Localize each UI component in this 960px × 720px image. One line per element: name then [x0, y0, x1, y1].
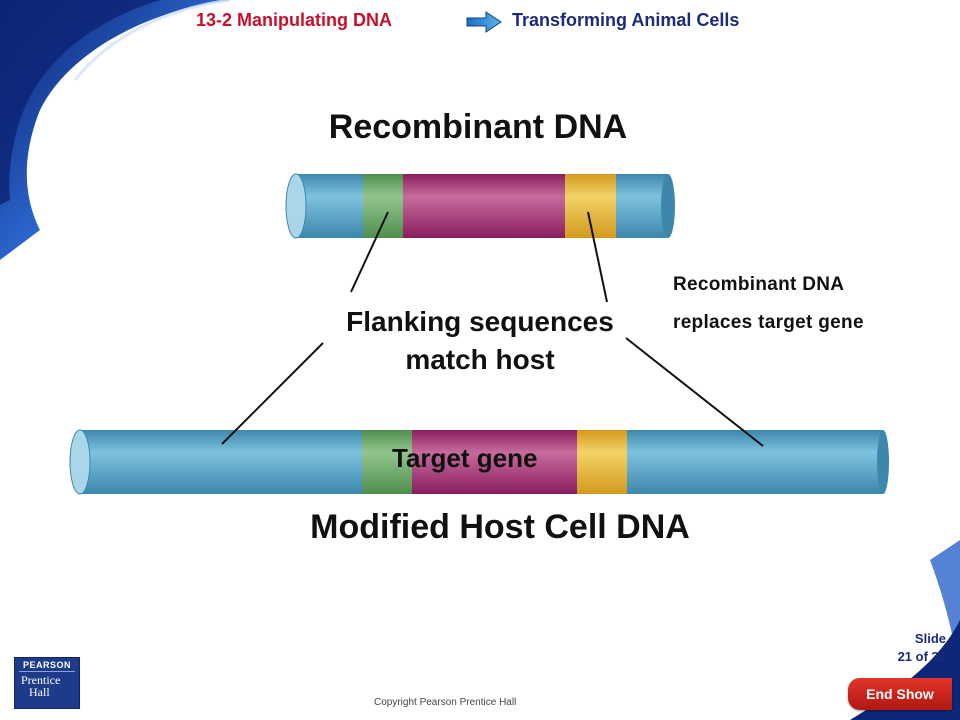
- logo-brand: Prentice Hall: [21, 674, 60, 698]
- flanking-sequences-label: Flanking sequences match host: [300, 303, 660, 379]
- slide-counter: Slide 21 of 32: [866, 630, 946, 666]
- logo-pearson-text: PEARSON: [22, 660, 71, 670]
- slide-label: Slide: [914, 631, 946, 646]
- section-title: 13-2 Manipulating DNA: [196, 10, 393, 30]
- note-line-2: replaces target gene: [673, 312, 864, 333]
- slide-position: 21 of 32: [897, 649, 946, 664]
- note-line-1: Recombinant DNA: [673, 274, 845, 295]
- flanking-line-1: Flanking sequences: [346, 306, 614, 337]
- logo-line-2: Hall: [29, 685, 50, 699]
- modified-host-dna-heading: Modified Host Cell DNA: [310, 508, 690, 546]
- recombinant-dna-strand: [285, 173, 675, 239]
- pearson-logo: PEARSON Prentice Hall: [14, 657, 80, 709]
- end-show-button[interactable]: End Show: [848, 678, 952, 710]
- flanking-line-2: match host: [405, 344, 555, 375]
- slide-title: Transforming Animal Cells: [512, 10, 740, 30]
- logo-line-1: Prentice: [21, 673, 61, 687]
- copyright-text: Copyright Pearson Prentice Hall: [374, 697, 517, 708]
- right-arrow-icon: [466, 11, 502, 33]
- replacement-note: Recombinant DNA replaces target gene: [673, 266, 864, 342]
- recombinant-dna-heading: Recombinant DNA: [328, 108, 628, 146]
- logo-divider: [19, 671, 75, 672]
- target-gene-label: Target gene: [392, 443, 538, 473]
- connector-lines: [221, 211, 764, 447]
- slide-header: 13-2 Manipulating DNA Transforming Anima…: [0, 8, 960, 36]
